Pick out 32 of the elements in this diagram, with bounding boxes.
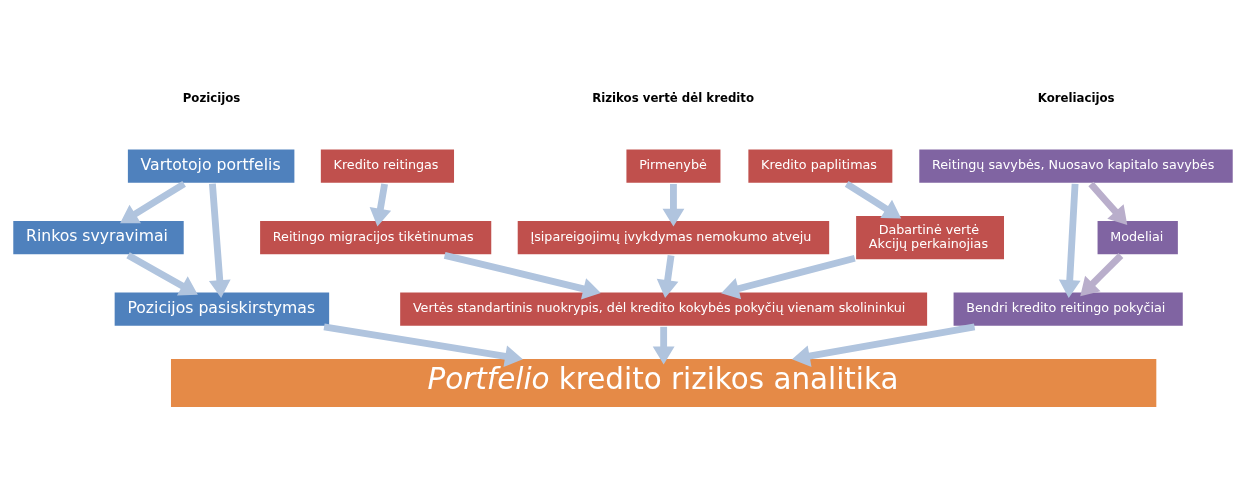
arrow — [126, 252, 198, 296]
arrow — [369, 183, 392, 227]
label: Rizikos vertė dėl kredito — [592, 90, 755, 105]
node-box: Kredito paplitimas — [746, 147, 895, 185]
node-box: Pirmenybė — [624, 147, 723, 185]
node-box: Vartotojo portfelis — [125, 147, 297, 185]
label: Koreliacijos — [1037, 90, 1115, 105]
node-box: Kredito reitingas — [318, 147, 456, 185]
arrow — [721, 254, 856, 300]
arrow — [652, 326, 675, 365]
arrow — [844, 180, 902, 219]
arrow — [443, 251, 601, 300]
arrow — [656, 255, 679, 298]
arrow — [323, 323, 523, 368]
label: Pozicijos — [182, 90, 241, 105]
arrow — [1058, 183, 1081, 299]
node-box: Rinkos svyravimai — [11, 219, 186, 257]
arrow — [1080, 253, 1124, 297]
node-box: Vertės standartinis nuokrypis, dėl kredito kokybės pokyčių vienam skolininkui — [398, 290, 930, 328]
arrow — [120, 180, 186, 224]
node-box: Bendri kredito reitingo pokyčiai — [951, 290, 1185, 328]
node-box: Pozicijos pasiskirstymas — [112, 290, 332, 328]
node-box: Reitingų savybės, Nuosavo kapitalo savybės — [917, 147, 1235, 185]
node-box: Reitingo migracijos tikėtinumas — [258, 219, 494, 257]
arrow — [662, 183, 685, 227]
node-box: Dabartinė vertė Akcijų perkainojias — [854, 214, 1006, 262]
arrow — [792, 323, 976, 367]
arrow — [1088, 181, 1128, 225]
node-box: Modeliai — [1095, 219, 1180, 257]
arrow — [208, 183, 231, 299]
node-box: Įsipareigojimų įvykdymas nemokumo atveju — [515, 219, 832, 257]
node-box: Portfelio kredito rizikos analitika — [169, 357, 1159, 410]
